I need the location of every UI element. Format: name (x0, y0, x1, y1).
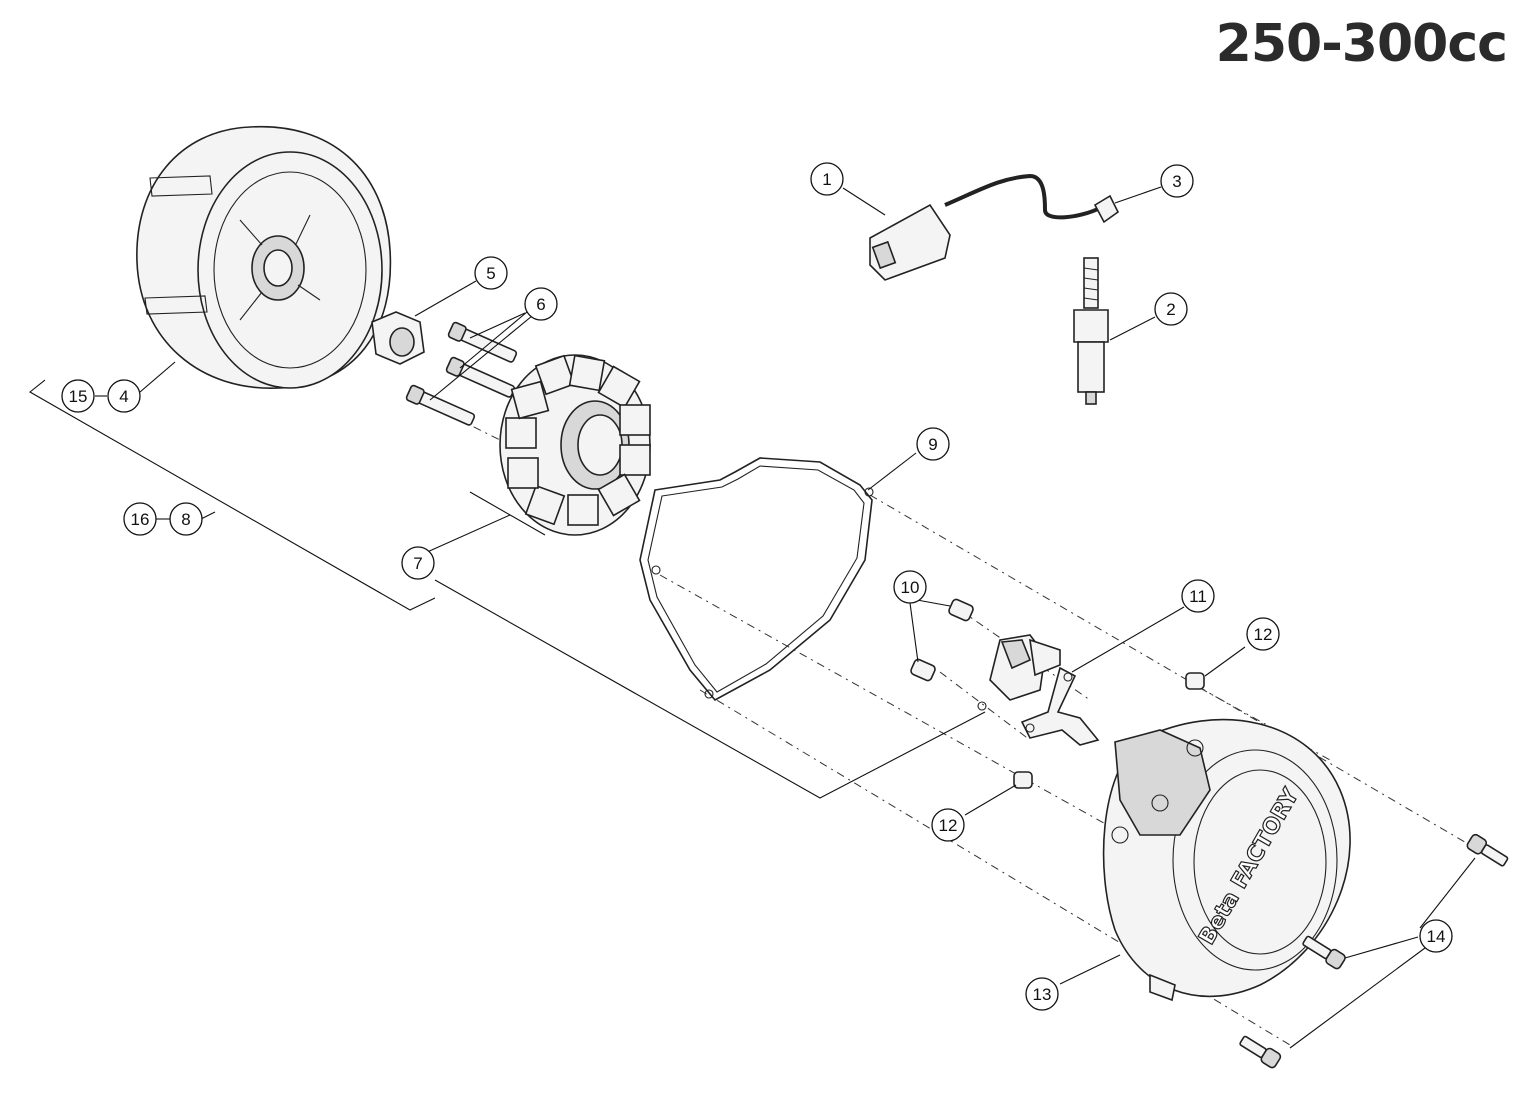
callout-label: 12 (1254, 625, 1273, 644)
callout-label: 15 (69, 387, 88, 406)
cover-screws-part (1239, 833, 1509, 1069)
callout-7: 7 (401, 546, 435, 580)
callout-label: 2 (1166, 300, 1175, 319)
callout-8: 8 (169, 502, 203, 536)
callout-label: 16 (131, 510, 150, 529)
callout-13: 13 (1025, 977, 1059, 1011)
callout-label: 8 (181, 510, 190, 529)
callout-label: 13 (1033, 985, 1052, 1004)
dowel-pins-part (1013, 672, 1205, 789)
callout-label: 5 (486, 264, 495, 283)
callout-4: 4 (107, 379, 141, 413)
callout-label: 6 (536, 295, 545, 314)
callout-label: 14 (1427, 927, 1446, 946)
page-title: 250-300cc (1215, 14, 1508, 74)
callout-12-top: 12 (1246, 617, 1280, 651)
callout-1: 1 (810, 162, 844, 196)
kit-bracket-8 (29, 379, 436, 611)
flywheel-part (136, 125, 392, 389)
kit-bracket-7 (434, 491, 986, 799)
callout-label: 3 (1172, 172, 1181, 191)
callout-5: 5 (474, 256, 508, 290)
callout-6: 6 (524, 287, 558, 321)
leader-lines (95, 186, 1476, 1049)
callout-label: 10 (901, 578, 920, 597)
callout-2: 2 (1154, 292, 1188, 326)
gasket-part (639, 457, 874, 702)
callout-9: 9 (916, 427, 950, 461)
callout-label: 1 (822, 170, 831, 189)
callout-12-bottom: 12 (931, 808, 965, 842)
callout-label: 12 (939, 816, 958, 835)
callout-14: 14 (1419, 919, 1453, 953)
pickup-sensor-part (977, 634, 1061, 711)
pickup-bolts-part (910, 598, 974, 682)
stator-part (499, 354, 651, 536)
callout-label: 4 (119, 387, 128, 406)
callout-label: 9 (928, 435, 937, 454)
nut-part (371, 311, 425, 365)
callout-3: 3 (1160, 164, 1194, 198)
bracket-part (1020, 666, 1100, 746)
callout-11: 11 (1181, 579, 1215, 613)
ignition-cover-part: Beta FACTORY (1102, 718, 1351, 1002)
callout-10: 10 (893, 570, 927, 604)
callout-label: 7 (413, 554, 422, 573)
callout-16: 16 (123, 502, 157, 536)
callout-label: 11 (1189, 587, 1207, 606)
spark-plug-part (1073, 257, 1109, 405)
callout-15: 15 (61, 379, 95, 413)
ignition-coil-part (869, 173, 1120, 281)
